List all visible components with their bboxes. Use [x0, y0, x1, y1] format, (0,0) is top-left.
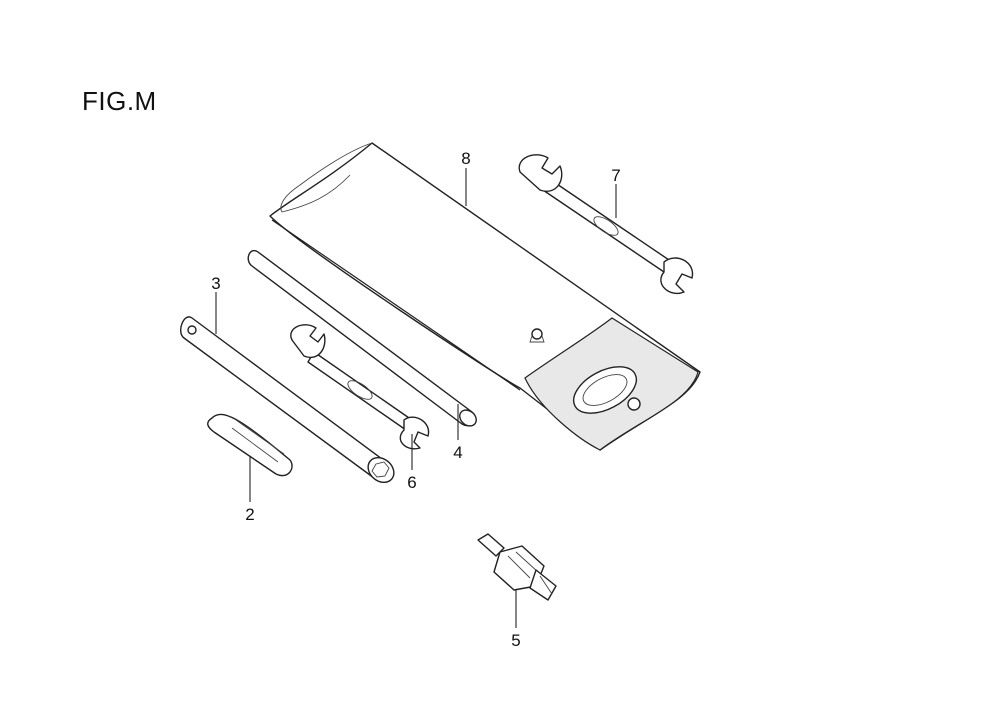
screwdriver — [207, 413, 293, 477]
callout-4: 4 — [453, 443, 462, 462]
box-wrench — [180, 316, 395, 484]
wrench-6 — [290, 324, 430, 450]
wrench-7 — [518, 154, 694, 295]
callout-6: 6 — [407, 473, 416, 492]
callout-7: 7 — [611, 166, 620, 185]
tommy-bar — [247, 249, 477, 427]
callout-5: 5 — [511, 631, 520, 650]
tool-bag — [269, 142, 701, 451]
callout-2: 2 — [245, 505, 254, 524]
callout-8: 8 — [461, 149, 470, 168]
spark-plug — [477, 533, 557, 601]
callout-3: 3 — [211, 274, 220, 293]
figure-title: FIG.M — [82, 86, 157, 116]
